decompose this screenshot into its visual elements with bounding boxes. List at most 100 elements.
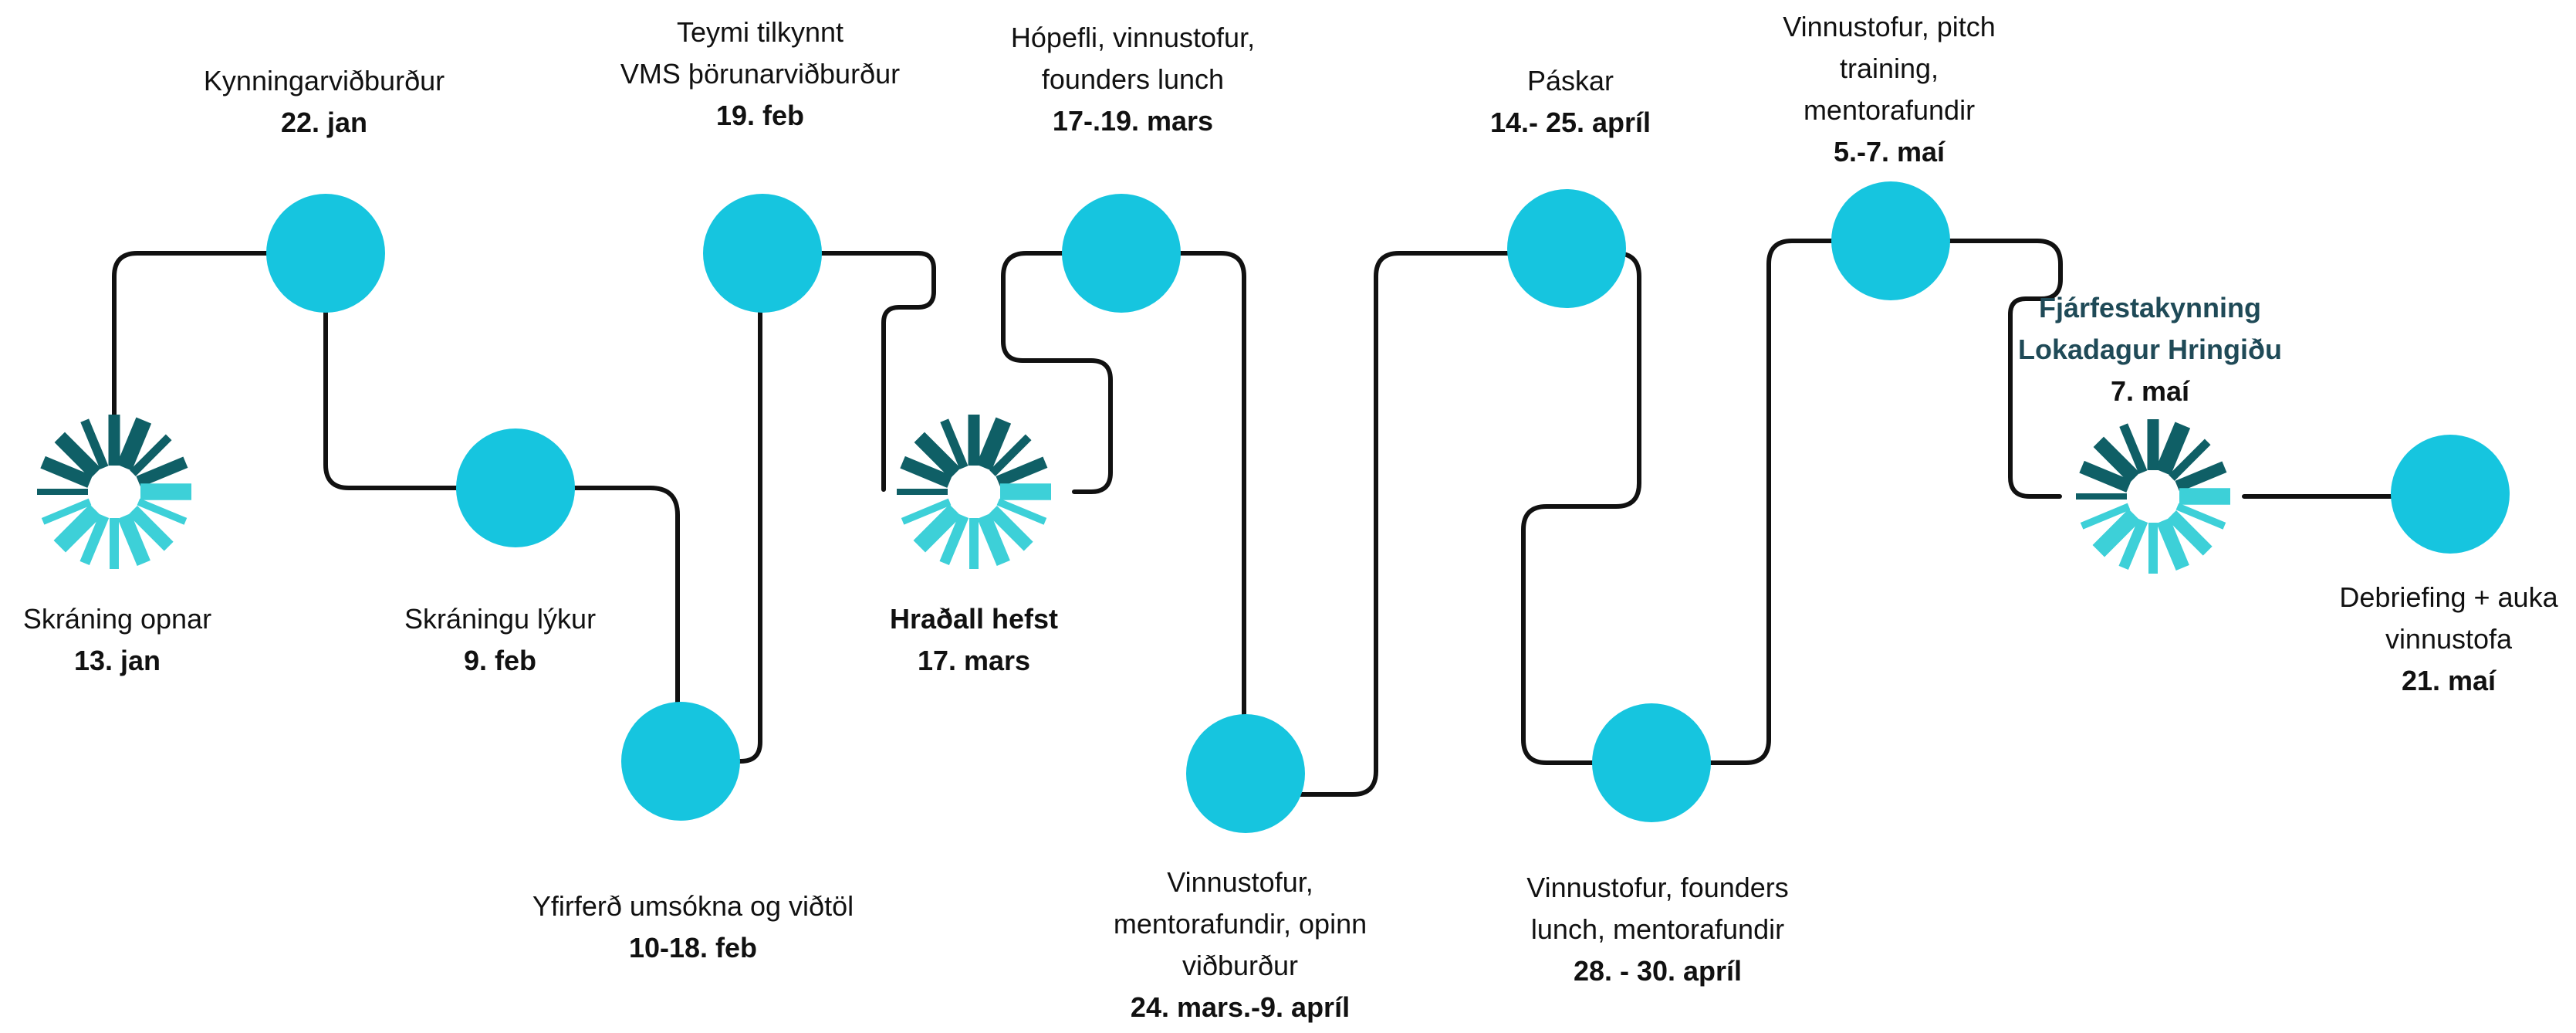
event-label-e2: Kynningarviðburður 22. jan <box>204 60 445 144</box>
event-label-e13: Debriefing + auka vinnustofa 21. maí <box>2339 577 2557 702</box>
event-date: 17-.19. mars <box>1052 105 1214 137</box>
event-date: 10-18. feb <box>628 932 758 964</box>
burst-ray <box>2080 503 2131 530</box>
event-date: 9. feb <box>463 645 537 676</box>
event-text: Kynningarviðburður <box>203 65 445 97</box>
node-debriefing <box>2391 435 2510 554</box>
event-text: Fjárfestakynning <box>2038 292 2262 323</box>
burst-skraning-opnar <box>37 415 191 569</box>
event-text: Páskar <box>1526 65 1614 97</box>
node-vinnustofur-mars <box>1186 714 1305 833</box>
event-date: 7. maí <box>2110 375 2190 407</box>
burst-hradall-hefst <box>897 415 1051 569</box>
burst-ray <box>128 506 174 551</box>
event-text: VMS þörunarviðburður <box>620 58 901 90</box>
burst-ray <box>2169 439 2211 481</box>
burst-ray <box>900 456 952 488</box>
burst-ray <box>136 456 188 488</box>
burst-ray <box>2155 422 2191 476</box>
burst-ray <box>977 513 1010 566</box>
event-text: Vinnustofur, pitch <box>1783 11 1996 42</box>
event-text: Skráning opnar <box>22 603 212 635</box>
event-label-e1: Skráning opnar 13. jan <box>23 598 211 682</box>
burst-ray <box>80 418 109 469</box>
event-text: Yfirferð umsókna og viðtöl <box>532 890 854 922</box>
event-date: 24. mars.-9. apríl <box>1130 991 1351 1023</box>
burst-ray <box>2167 510 2213 556</box>
event-text: Debriefing + auka <box>2339 581 2558 613</box>
burst-ray <box>40 456 93 488</box>
burst-ray <box>913 504 962 553</box>
event-text: Lokadagur Hringiðu <box>2018 334 2282 365</box>
burst-ray <box>2119 423 2148 474</box>
event-text: vinnustofa <box>2385 623 2513 655</box>
event-text: mentorafundir <box>1803 94 1976 126</box>
burst-ray <box>939 513 969 565</box>
burst-ray <box>901 498 952 525</box>
event-label-e8: Vinnustofur, mentorafundir, opinn viðburðu… <box>1114 862 1367 1028</box>
burst-ray <box>988 506 1033 551</box>
burst-ray <box>54 432 101 479</box>
event-date: 21. maí <box>2401 665 2497 696</box>
burst-ray <box>117 417 152 471</box>
event-text: training, <box>1839 52 1939 84</box>
node-teymi-tilkynnt <box>703 194 822 313</box>
event-label-e11: Vinnustofur, pitch training, mentorafundir… <box>1783 6 1996 173</box>
event-date: 19. feb <box>715 100 805 131</box>
event-date: 13. jan <box>73 645 161 676</box>
event-text: Teymi tilkynnt <box>676 16 844 48</box>
event-text: Skráningu lýkur <box>404 603 597 635</box>
burst-ray <box>117 513 150 566</box>
burst-ray <box>53 504 102 553</box>
burst-ray <box>79 513 110 565</box>
event-text: viðburður <box>1182 950 1299 981</box>
burst-ray <box>2092 509 2141 557</box>
phase-markers <box>37 415 2230 574</box>
node-hopefli <box>1062 194 1181 313</box>
event-label-e4: Yfirferð umsókna og viðtöl 10-18. feb <box>532 886 854 969</box>
event-date: 14.- 25. apríl <box>1489 107 1651 138</box>
event-text: lunch, mentorafundir <box>1530 913 1785 945</box>
node-yfirferd <box>621 702 740 821</box>
burst-ray <box>2175 461 2227 493</box>
burst-ray <box>2118 518 2148 570</box>
event-text: founders lunch <box>1041 63 1225 95</box>
burst-ray <box>940 418 969 469</box>
burst-ray <box>130 434 172 476</box>
event-label-e6: Hraðall hefst 17. mars <box>890 598 1058 682</box>
burst-ray <box>914 432 961 479</box>
burst-ray <box>976 417 1012 471</box>
burst-ray <box>41 498 92 525</box>
event-text: mentorafundir, opinn <box>1113 908 1367 940</box>
burst-ray <box>137 498 188 525</box>
burst-ray <box>996 456 1048 488</box>
node-paskar <box>1507 189 1626 308</box>
event-text: Vinnustofur, <box>1167 866 1313 898</box>
burst-ray <box>996 498 1047 525</box>
event-text: Hópefli, vinnustofur, <box>1010 22 1256 53</box>
node-vinnustofur-mai <box>1831 181 1950 300</box>
burst-ray <box>2156 517 2189 571</box>
event-label-e10: Vinnustofur, founders lunch, mentorafundi… <box>1526 867 1789 992</box>
event-date: 17. mars <box>917 645 1031 676</box>
burst-ray <box>2079 460 2131 493</box>
burst-ray <box>2175 503 2226 530</box>
node-kynningarvidburdur <box>266 194 385 313</box>
event-label-e3: Skráningu lýkur 9. feb <box>404 598 596 682</box>
event-text: Vinnustofur, founders <box>1526 872 1789 903</box>
event-label-e9: Páskar 14.- 25. apríl <box>1490 60 1651 144</box>
burst-ray <box>2093 436 2140 483</box>
event-date: 28. - 30. apríl <box>1573 955 1743 987</box>
burst-ray <box>989 434 1032 476</box>
node-vinnustofur-april <box>1592 703 1711 822</box>
event-label-e7: Hópefli, vinnustofur, founders lunch 17-.1… <box>1011 17 1255 142</box>
node-skraningu-lykur <box>456 428 575 547</box>
milestone-nodes <box>266 181 2510 833</box>
event-text: Hraðall hefst <box>889 603 1059 635</box>
event-date: 5.-7. maí <box>1833 136 1946 168</box>
event-date: 22. jan <box>280 107 368 138</box>
